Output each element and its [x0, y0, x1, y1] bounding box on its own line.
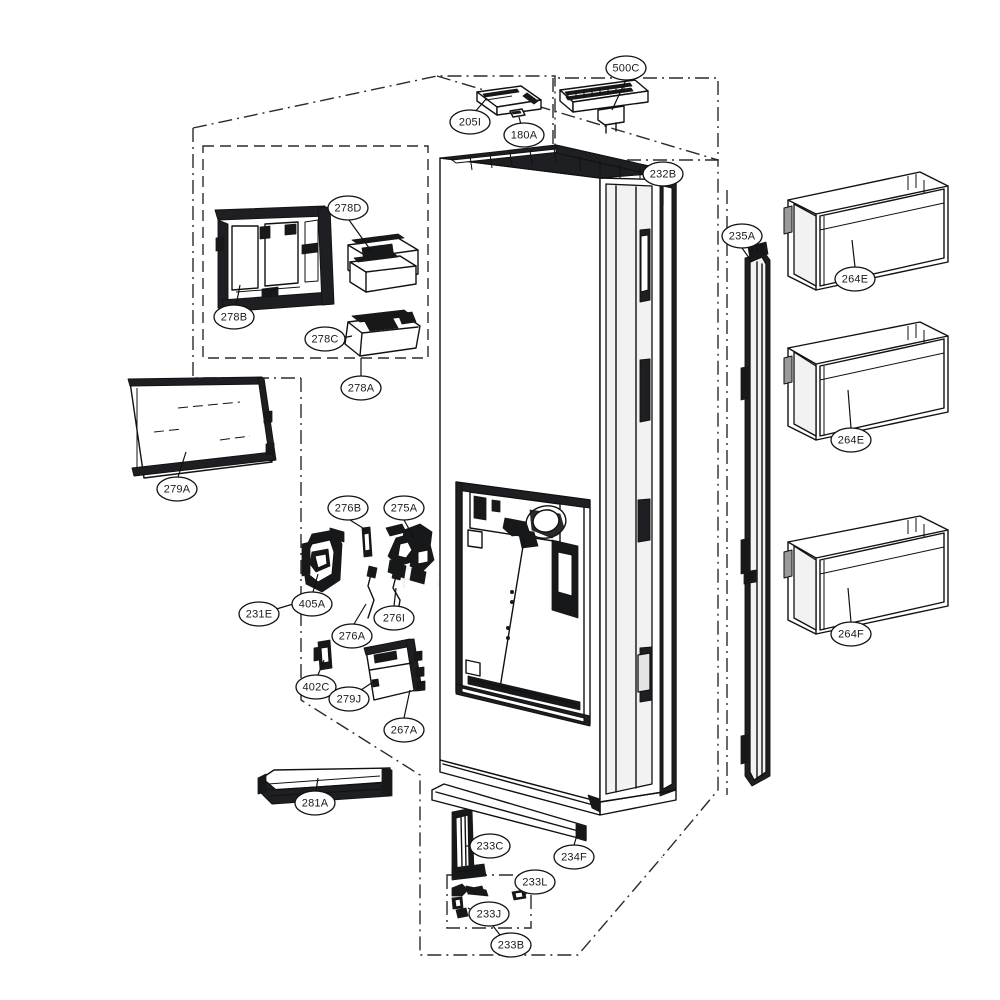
part-264e-door-bin-top	[783, 171, 949, 291]
callout-279a-bubble	[156, 476, 198, 502]
callout-231e[interactable]: 231E	[238, 601, 280, 627]
callout-231e-bubble	[238, 601, 280, 627]
callout-281a[interactable]: 281A	[294, 790, 336, 816]
part-205i-control-board-cover	[476, 85, 542, 116]
callout-278b-bubble	[213, 304, 255, 330]
part-402c-micro-switch	[313, 639, 333, 671]
part-276b-lever-pin	[361, 526, 373, 558]
callout-276b[interactable]: 276B	[327, 495, 369, 521]
callout-275a-bubble	[383, 495, 425, 521]
callout-180a[interactable]: 180A	[503, 122, 545, 148]
callout-276b-bubble	[327, 495, 369, 521]
callout-281a-bubble	[294, 790, 336, 816]
part-267a-dispenser-cover	[363, 638, 426, 701]
part-180a-small-clip	[509, 108, 526, 118]
callout-264e-top[interactable]: 264E	[834, 266, 876, 292]
callout-234f-bubble	[553, 844, 595, 870]
callout-233j-bubble	[468, 901, 510, 927]
callout-276a[interactable]: 276A	[331, 623, 373, 649]
callout-500c[interactable]: 500C	[605, 55, 647, 81]
callout-264e-mid-bubble	[830, 427, 872, 453]
callout-278d-bubble	[327, 195, 369, 221]
callout-405a[interactable]: 405A	[291, 591, 333, 617]
callout-267a[interactable]: 267A	[383, 717, 425, 743]
callout-276i[interactable]: 276I	[373, 605, 415, 631]
callout-205i[interactable]: 205I	[449, 109, 491, 135]
callout-235a-bubble	[721, 223, 763, 249]
callout-278c-bubble	[304, 326, 346, 352]
part-233c-hinge-bracket	[451, 807, 487, 881]
callout-235a[interactable]: 235A	[721, 223, 763, 249]
callout-278d[interactable]: 278D	[327, 195, 369, 221]
part-264f-door-bin-lower	[783, 515, 949, 635]
callout-267a-bubble	[383, 717, 425, 743]
part-233l-hinge-pin-cap	[511, 889, 527, 901]
part-275a-dispenser-lever	[385, 523, 435, 585]
callout-405a-bubble	[291, 591, 333, 617]
part-232b-door-body	[439, 144, 677, 816]
callout-233b[interactable]: 233B	[490, 932, 532, 958]
group-boundary-231e	[300, 378, 663, 956]
callout-233l-bubble	[514, 869, 556, 895]
callout-233c-bubble	[469, 833, 511, 859]
part-235a-door-gasket-strip	[740, 241, 771, 787]
group-boundary-233b	[446, 874, 532, 929]
part-281a-handle-rail	[257, 767, 393, 805]
callout-264f[interactable]: 264F	[830, 621, 872, 647]
callout-500c-bubble	[605, 55, 647, 81]
part-276a-spring-rod	[366, 565, 378, 619]
part-264e-door-bin-mid	[783, 321, 949, 441]
callout-180a-bubble	[503, 122, 545, 148]
callout-layer: 500C 205I 180A 232B 235A 278D 278B 278C 278A 264E…	[156, 55, 876, 958]
callout-276a-bubble	[331, 623, 373, 649]
part-234f-lower-trim-bar	[431, 783, 587, 842]
part-278b-ice-maker-frame	[214, 205, 335, 313]
callout-278a-bubble	[340, 375, 382, 401]
callout-279a[interactable]: 279A	[156, 476, 198, 502]
callout-278a[interactable]: 278A	[340, 375, 382, 401]
part-279a-ice-room-panel	[127, 376, 277, 479]
callout-402c-bubble	[295, 674, 337, 700]
part-405a-dispenser-bracket	[301, 527, 345, 593]
callout-205i-bubble	[449, 109, 491, 135]
callout-278c[interactable]: 278C	[304, 326, 346, 352]
callout-279j[interactable]: 279J	[328, 686, 370, 712]
callout-232b[interactable]: 232B	[642, 161, 684, 187]
callout-264e-mid[interactable]: 264E	[830, 427, 872, 453]
callout-234f[interactable]: 234F	[553, 844, 595, 870]
part-233j-hinge-screw-set	[451, 883, 489, 919]
part-278c-ice-bucket-lower	[344, 309, 421, 357]
group-boundary-232b	[436, 75, 719, 858]
group-boundary-278a-inner	[202, 145, 429, 359]
group-boundary-278a	[192, 75, 556, 379]
callout-278b[interactable]: 278B	[213, 304, 255, 330]
callout-264f-bubble	[830, 621, 872, 647]
callout-233c[interactable]: 233C	[469, 833, 511, 859]
callout-233j[interactable]: 233J	[468, 901, 510, 927]
callout-279j-bubble	[328, 686, 370, 712]
callout-264e-top-bubble	[834, 266, 876, 292]
callout-233l[interactable]: 233L	[514, 869, 556, 895]
callout-275a[interactable]: 275A	[383, 495, 425, 521]
part-278d-ice-bucket-upper	[347, 233, 419, 293]
callout-276i-bubble	[373, 605, 415, 631]
part-500c-dispenser-lamp	[559, 79, 649, 134]
callout-233b-bubble	[490, 932, 532, 958]
callout-232b-bubble	[642, 161, 684, 187]
